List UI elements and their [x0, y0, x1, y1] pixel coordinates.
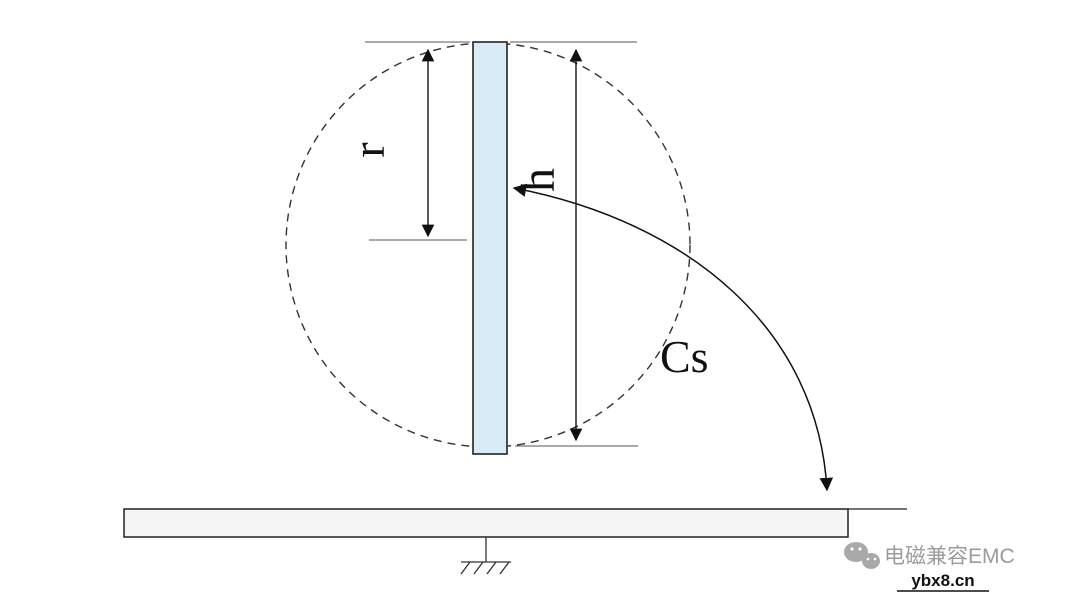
watermark-brand-text: 电磁兼容EMC — [884, 545, 1015, 568]
watermark: 电磁兼容EMC ybx8.cn — [844, 542, 1015, 592]
watermark-site-text: ybx8.cn — [911, 571, 974, 590]
wechat-icon — [844, 542, 880, 569]
ground-plane — [123, 508, 849, 538]
capacitance-label: Cs — [660, 331, 709, 382]
rod-plate — [472, 41, 508, 455]
height-label: h — [512, 168, 565, 192]
earth-ground-symbol — [460, 537, 511, 575]
capacitance-leader-arrow — [512, 183, 834, 492]
radius-label: r — [343, 142, 394, 157]
